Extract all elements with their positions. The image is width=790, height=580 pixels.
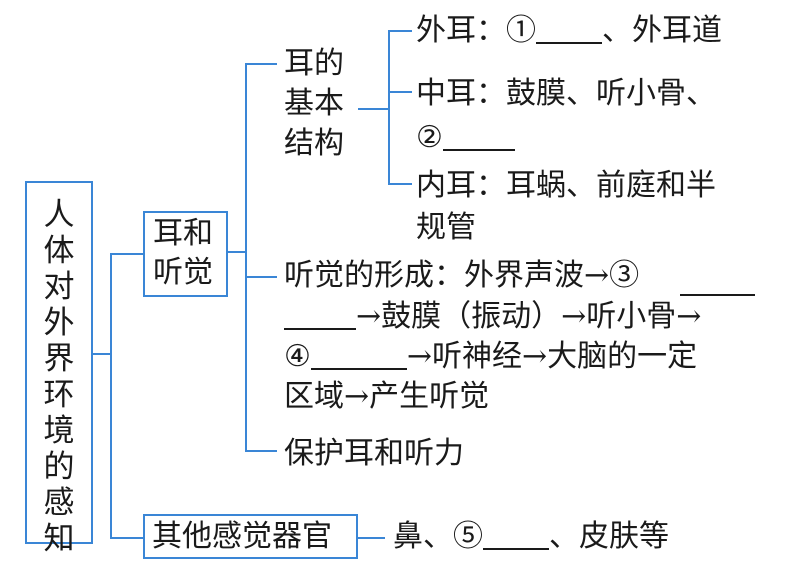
outer-ear-prefix: 外耳：① bbox=[416, 13, 536, 48]
connector bbox=[388, 91, 412, 93]
ear-hearing-box: 耳和 听觉 bbox=[143, 211, 228, 297]
connector bbox=[388, 183, 412, 185]
other-senses-box: 其他感觉器官 bbox=[143, 514, 358, 559]
ear-hearing-label-1: 耳和 bbox=[153, 216, 213, 251]
connector bbox=[92, 353, 112, 355]
connector bbox=[110, 253, 112, 539]
connector bbox=[245, 63, 247, 451]
ear-hearing-label-2: 听觉 bbox=[153, 255, 213, 290]
connector bbox=[245, 450, 277, 452]
formation-line4: 区域→产生听觉 bbox=[284, 379, 490, 414]
formation-line1: 听觉的形成：外界声波→③ bbox=[284, 258, 640, 293]
connector bbox=[245, 276, 277, 278]
other-senses-suffix: 、皮肤等 bbox=[549, 519, 669, 554]
formation-line3-prefix: ④ bbox=[284, 339, 311, 374]
blank-4 bbox=[310, 340, 407, 370]
other-senses-prefix: 鼻、⑤ bbox=[393, 519, 483, 554]
middle-ear-line2: ② bbox=[416, 118, 515, 158]
connector bbox=[388, 30, 412, 32]
structure-label-2: 基本 bbox=[284, 86, 344, 121]
formation-line3-suffix: →听神经→大脑的一定 bbox=[406, 339, 698, 374]
blank-2 bbox=[442, 121, 515, 151]
outer-ear: 外耳：① 、外耳道 bbox=[416, 11, 722, 51]
middle-ear-prefix: ② bbox=[416, 120, 443, 155]
root-box: 人体对外界环境的感知 bbox=[25, 181, 93, 557]
structure-label-3: 结构 bbox=[284, 126, 344, 161]
other-senses-content: 鼻、⑤ 、皮肤等 bbox=[393, 517, 669, 557]
protection: 保护耳和听力 bbox=[284, 436, 464, 471]
structure-label-1: 耳的 bbox=[284, 46, 344, 81]
inner-ear-line2: 规管 bbox=[416, 210, 476, 245]
connector bbox=[388, 30, 390, 185]
connector bbox=[110, 537, 144, 539]
blank-3a bbox=[680, 294, 755, 296]
inner-ear-line1: 内耳：耳蜗、前庭和半 bbox=[416, 168, 716, 203]
formation-line2-text: →鼓膜（振动）→听小骨→ bbox=[356, 299, 702, 334]
blank-5 bbox=[483, 520, 549, 550]
blank-3b bbox=[284, 300, 356, 330]
outer-ear-suffix: 、外耳道 bbox=[602, 13, 722, 48]
middle-ear-line1: 中耳：鼓膜、听小骨、 bbox=[416, 76, 716, 111]
other-senses-label: 其他感觉器官 bbox=[152, 519, 332, 554]
connector bbox=[227, 251, 247, 253]
formation-line3: ④ →听神经→大脑的一定 bbox=[284, 337, 697, 377]
formation-line2: →鼓膜（振动）→听小骨→ bbox=[284, 297, 701, 337]
connector bbox=[357, 537, 385, 539]
connector bbox=[110, 253, 144, 255]
connector bbox=[245, 63, 277, 65]
root-label: 人体对外界环境的感知 bbox=[43, 197, 75, 557]
connector bbox=[358, 108, 390, 110]
blank-1 bbox=[536, 14, 602, 44]
